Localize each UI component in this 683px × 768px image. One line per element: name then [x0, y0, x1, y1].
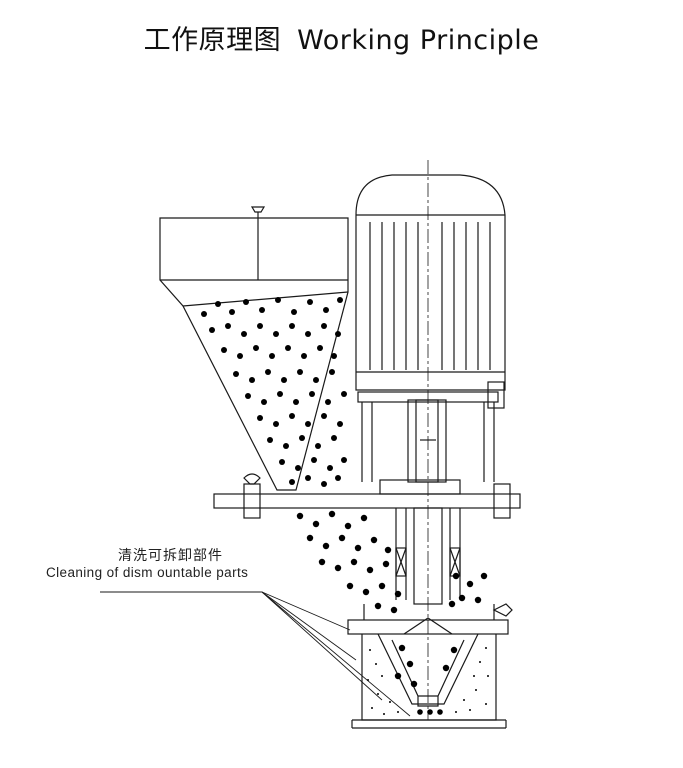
- lower-flange: [347, 603, 513, 635]
- callout-label-chinese: 清洗可拆卸部件: [118, 548, 223, 564]
- shaft-column: [395, 507, 461, 605]
- grinding-chamber: [351, 634, 507, 729]
- fine-powder: [367, 647, 489, 715]
- title-english: Working Principle: [297, 25, 540, 56]
- inner-cone: [377, 617, 479, 707]
- main-flange: [213, 473, 521, 519]
- hopper: [159, 217, 349, 491]
- callout-leader-lines: [100, 591, 411, 717]
- particles-chute: [296, 510, 488, 715]
- callout-label-english: Cleaning of dism ountable parts: [46, 565, 249, 580]
- coupling-housing: [357, 391, 499, 483]
- page-title: 工作原理图 Working Principle: [0, 18, 683, 57]
- title-chinese: 工作原理图: [143, 25, 282, 56]
- motor: [355, 174, 506, 409]
- level-probe: [250, 206, 266, 280]
- particles-hopper: [201, 297, 347, 487]
